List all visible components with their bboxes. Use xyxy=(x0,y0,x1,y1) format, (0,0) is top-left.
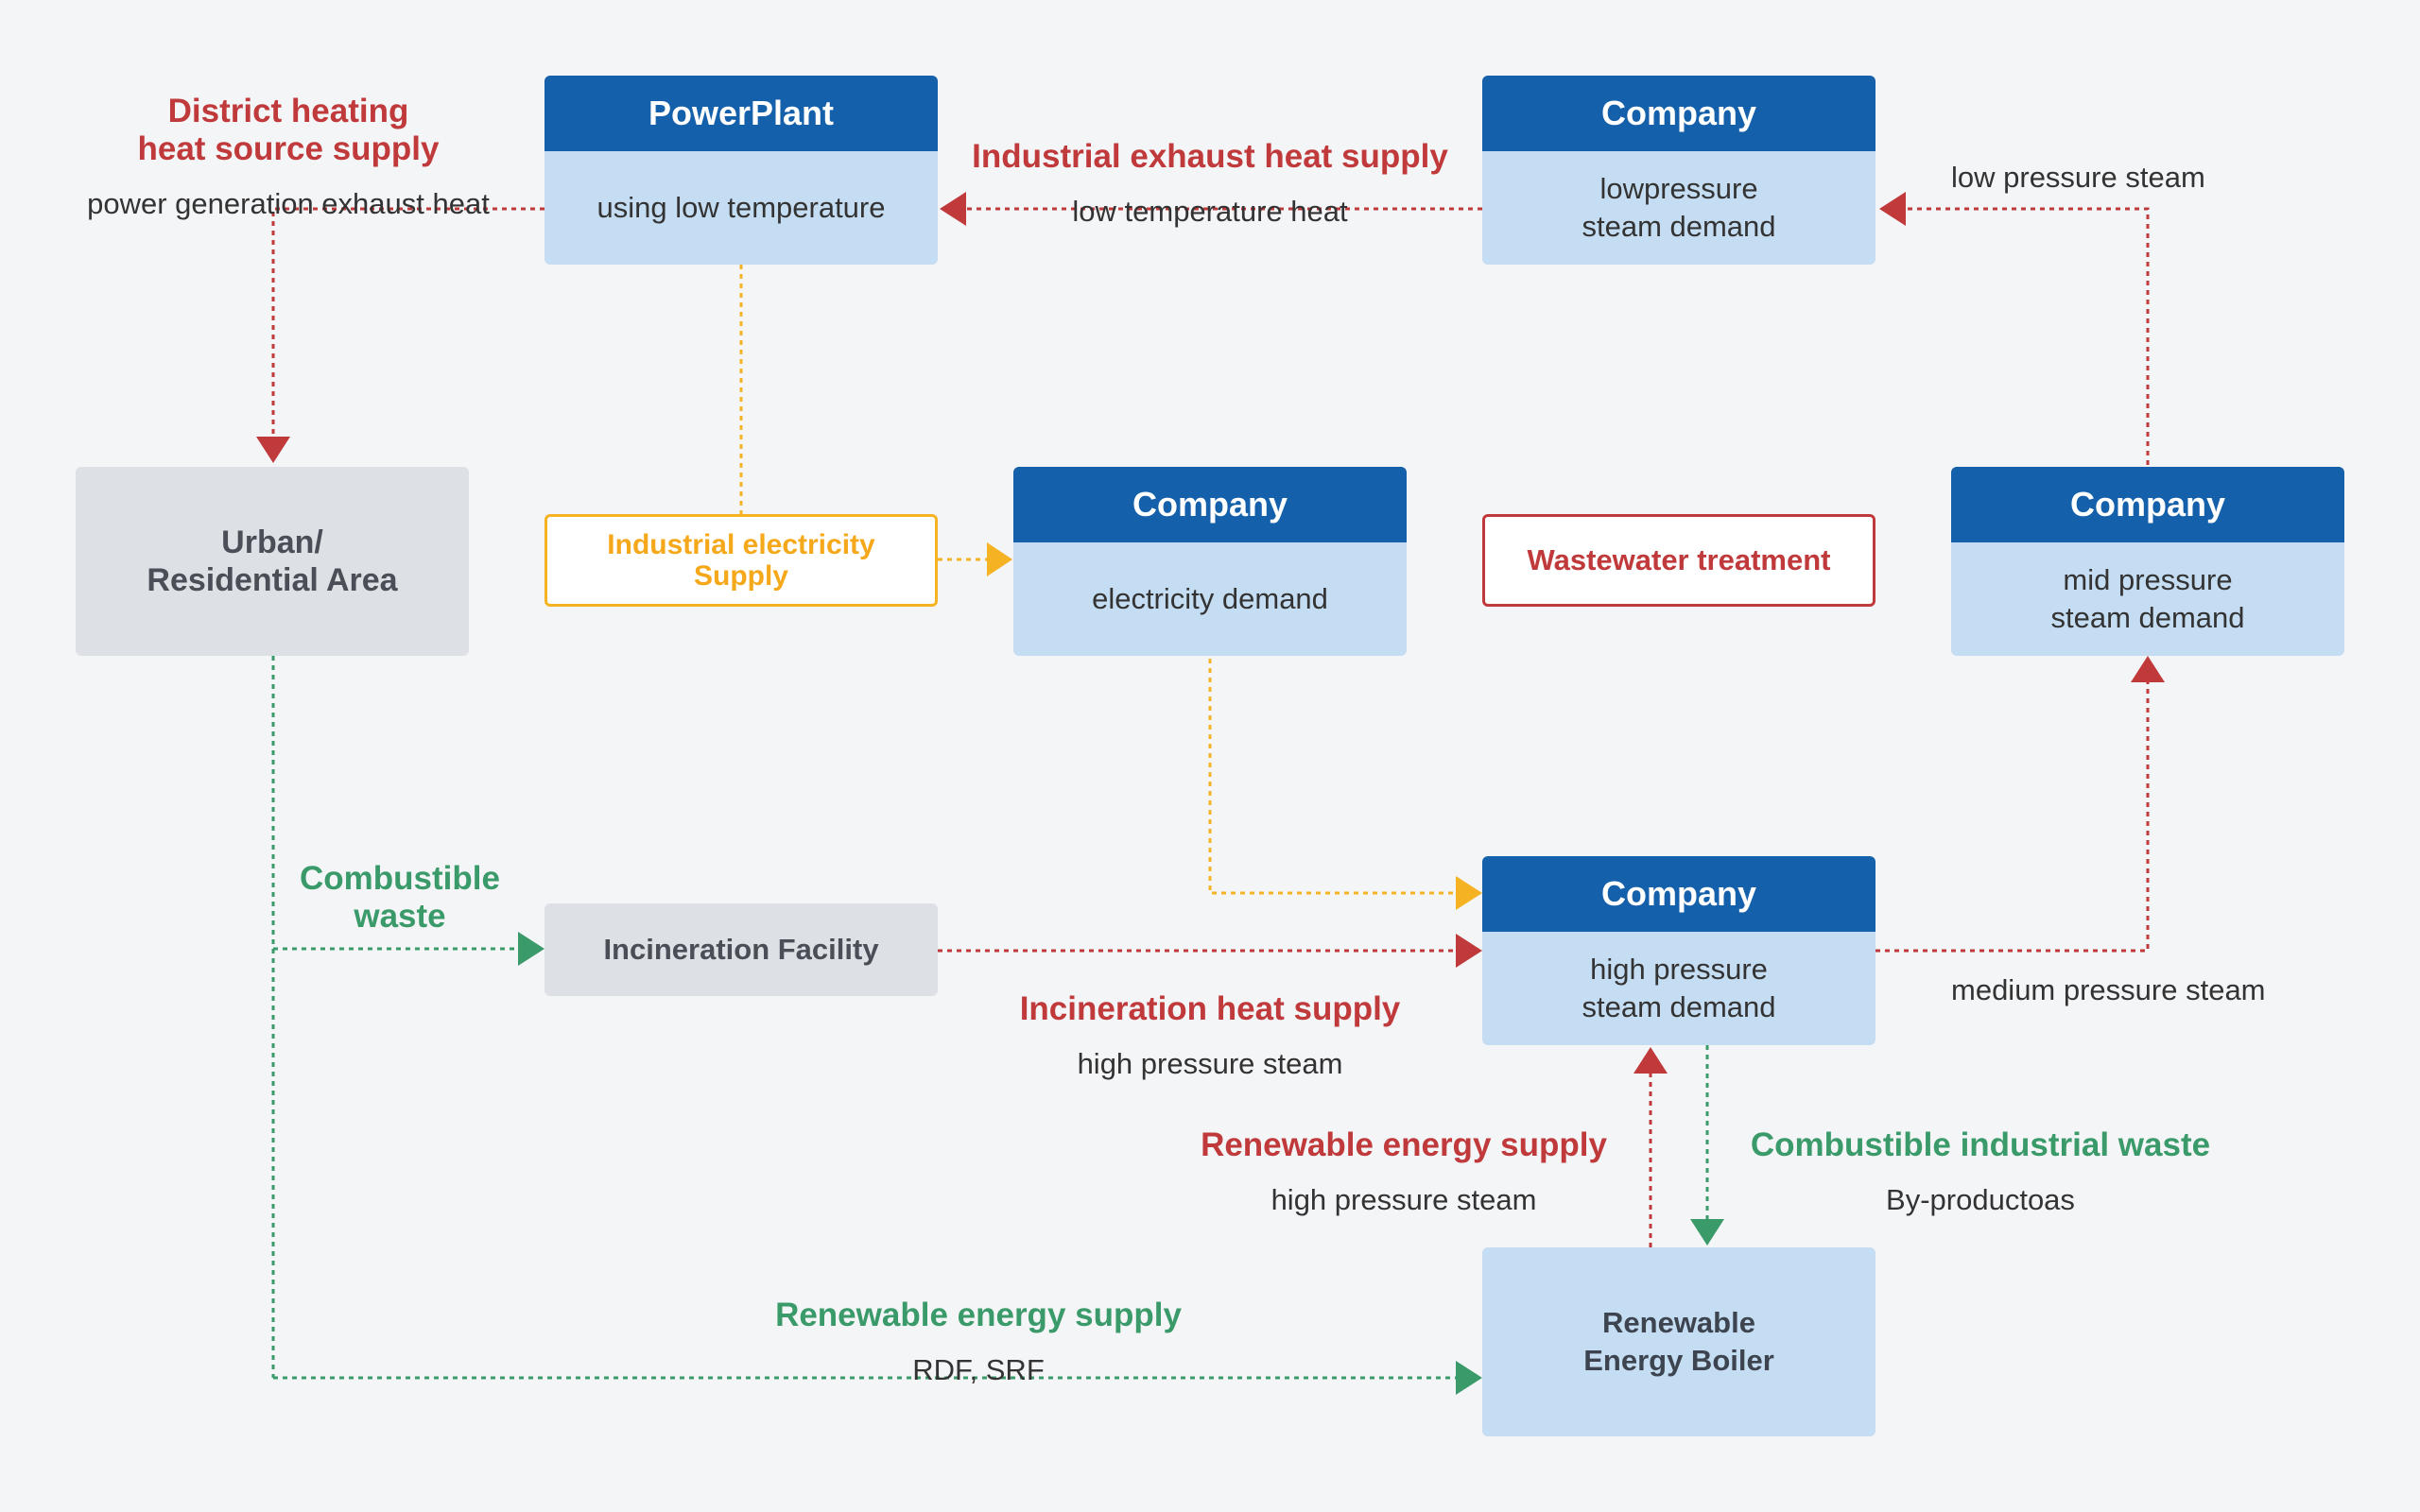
arrow-head xyxy=(2131,656,2165,682)
edge-combustible-waste xyxy=(271,656,544,1378)
node-title: Company xyxy=(1482,856,1876,932)
node-title: PowerPlant xyxy=(544,76,938,151)
node-body: using low temperature xyxy=(544,151,938,265)
label-title: Renewable energy supply xyxy=(1201,1126,1607,1163)
arrow-head xyxy=(1456,934,1482,968)
label-renewable-energy-rdf: Renewable energy supply RDF, SRF xyxy=(737,1280,1219,1406)
edge-renewable-steam xyxy=(1634,1047,1668,1247)
arrow-head xyxy=(256,437,290,463)
arrow-head xyxy=(940,192,966,226)
node-renewable-energy-boiler[interactable]: Renewable Energy Boiler xyxy=(1482,1247,1876,1436)
label-sub: RDF, SRF xyxy=(912,1353,1045,1386)
label-sub: high pressure steam xyxy=(1077,1047,1343,1080)
label-medium-pressure-steam: medium pressure steam xyxy=(1951,973,2266,1006)
node-urban-residential[interactable]: Urban/ Residential Area xyxy=(76,467,469,656)
label-low-pressure-steam: low pressure steam xyxy=(1951,161,2205,194)
arrow-head xyxy=(518,932,544,966)
edge-renewable-rdf xyxy=(273,1361,1482,1395)
label-title: Combustible industrial waste xyxy=(1750,1126,2211,1163)
node-company-electricity[interactable]: Company electricity demand xyxy=(1013,467,1407,656)
label-title: Renewable energy supply xyxy=(775,1297,1182,1333)
node-company-low-pressure[interactable]: Company lowpressure steam demand xyxy=(1482,76,1876,265)
label-incineration-heat: Incineration heat supply high pressure s… xyxy=(983,973,1437,1100)
arrow-head xyxy=(1456,876,1482,910)
edge-electricity-supply xyxy=(938,542,1012,576)
label-district-heating: District heating heat source supply powe… xyxy=(57,76,520,240)
node-industrial-electricity[interactable]: Industrial electricity Supply xyxy=(544,514,938,607)
node-body: lowpressure steam demand xyxy=(1482,151,1876,265)
node-company-mid-pressure[interactable]: Company mid pressure steam demand xyxy=(1951,467,2344,656)
edge-district-heating xyxy=(256,207,544,463)
label-combustible-industrial-waste: Combustible industrial waste By-producto… xyxy=(1720,1109,2240,1236)
label-title: Industrial exhaust heat supply xyxy=(972,138,1448,175)
node-body: electricity demand xyxy=(1013,542,1407,656)
edge-electricity-to-high xyxy=(1208,659,1482,910)
arrow-head xyxy=(1456,1361,1482,1395)
arrow-head xyxy=(987,542,1012,576)
label-title: Combustible waste xyxy=(300,860,500,935)
label-sub: By-productoas xyxy=(1886,1183,2075,1216)
node-company-high-pressure[interactable]: Company high pressure steam demand xyxy=(1482,856,1876,1045)
edge-medium-pressure-steam xyxy=(1876,656,2165,953)
node-title: Company xyxy=(1482,76,1876,151)
label-industrial-exhaust: Industrial exhaust heat supply low tempe… xyxy=(945,121,1475,248)
arrow-head xyxy=(1879,192,1906,226)
label-renewable-energy-steam: Renewable energy supply high pressure st… xyxy=(1172,1109,1635,1236)
node-wastewater-treatment[interactable]: Wastewater treatment xyxy=(1482,514,1876,607)
label-sub: low temperature heat xyxy=(1072,195,1348,228)
node-incineration-facility[interactable]: Incineration Facility xyxy=(544,903,938,996)
label-title: Incineration heat supply xyxy=(1019,990,1401,1027)
node-title: Company xyxy=(1951,467,2344,542)
edge-low-pressure-steam xyxy=(1879,192,2150,465)
label-sub: power generation exhaust heat xyxy=(87,187,490,220)
edge-industrial-waste xyxy=(1690,1045,1724,1246)
label-sub: high pressure steam xyxy=(1270,1183,1537,1216)
arrow-head xyxy=(1690,1219,1724,1246)
edge-incineration-heat xyxy=(938,934,1482,968)
label-combustible-waste: Combustible waste xyxy=(284,843,516,953)
node-body: high pressure steam demand xyxy=(1482,932,1876,1045)
arrow-head xyxy=(1634,1047,1668,1074)
node-title: Company xyxy=(1013,467,1407,542)
node-powerplant[interactable]: PowerPlant using low temperature xyxy=(544,76,938,265)
label-title: District heating heat source supply xyxy=(137,93,440,167)
node-body: mid pressure steam demand xyxy=(1951,542,2344,656)
edge-industrial-exhaust xyxy=(940,192,1482,226)
